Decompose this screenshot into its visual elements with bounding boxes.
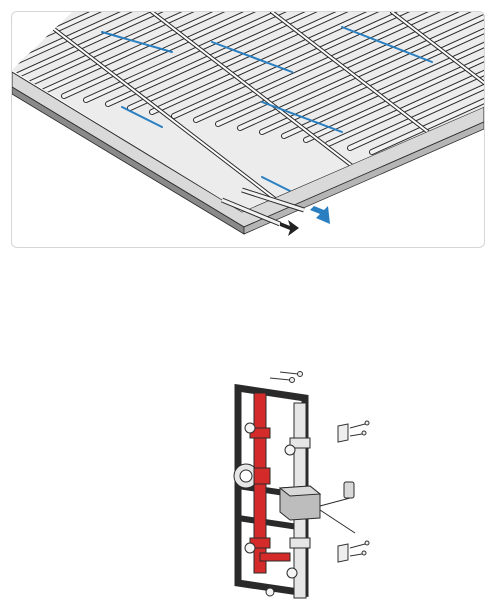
heating-pipe-inner xyxy=(304,12,484,142)
floor-heating-grid-svg xyxy=(12,12,484,236)
heating-pipe-inner xyxy=(150,12,484,114)
gauges xyxy=(244,422,298,597)
heating-pipe-inner xyxy=(40,12,374,94)
heating-pipe-inner xyxy=(12,12,308,82)
heating-pipe-inner xyxy=(62,12,396,98)
temperature-sensor xyxy=(343,481,355,499)
heating-pipe-inner xyxy=(370,12,484,154)
heating-pipe-inner xyxy=(12,12,330,86)
flow-highlight xyxy=(211,41,293,73)
heating-pipe-inner xyxy=(260,12,484,134)
heating-pipe-inner xyxy=(282,12,484,138)
heating-pipe-inner xyxy=(106,12,440,106)
return-arrow-icon xyxy=(280,220,299,236)
cross-rail-inner xyxy=(391,12,484,212)
flow-highlight xyxy=(101,31,173,53)
heating-pipe-inner xyxy=(326,12,484,146)
heating-pipe-inner xyxy=(172,12,484,118)
flow-highlight xyxy=(261,101,343,133)
floor-heating-diagram-panel xyxy=(11,11,485,248)
heating-pipe-inner xyxy=(128,12,462,110)
cross-rail-inner xyxy=(271,12,484,212)
heating-pipe-inner xyxy=(84,12,418,102)
pump-station-svg xyxy=(233,371,370,599)
cross-rail-inner xyxy=(31,12,293,212)
wall-screws-top xyxy=(269,371,303,383)
heating-pipe-inner xyxy=(348,12,484,150)
flow-highlight xyxy=(121,106,163,128)
pump-mixing-station xyxy=(210,368,380,606)
heating-pipe-inner xyxy=(238,12,484,130)
mixing-valve-actuator xyxy=(278,485,356,534)
heating-pipe-inner xyxy=(194,12,484,122)
heating-pipe-inner xyxy=(18,12,352,90)
wall-brackets xyxy=(337,420,370,563)
heating-pipe-inner xyxy=(216,12,484,126)
pipe-grid xyxy=(12,12,484,212)
manifold-connection xyxy=(221,187,305,227)
supply-arrow-icon xyxy=(310,206,330,224)
circulation-pump xyxy=(233,463,271,489)
flow-highlight xyxy=(341,26,433,63)
